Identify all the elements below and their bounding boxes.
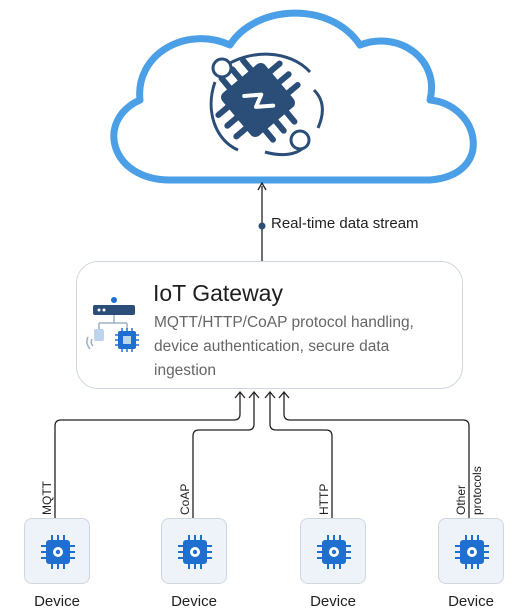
- protocol-label-mqtt: MQTT: [40, 481, 54, 515]
- device-label-coap: Device: [171, 593, 217, 610]
- device-chip-icon: [455, 535, 489, 569]
- device-chip-icon: [41, 535, 75, 569]
- device-mqtt: [24, 518, 90, 584]
- protocol-label-other-line2: protocols: [470, 466, 484, 515]
- device-coap: [161, 518, 227, 584]
- protocol-label-other-line1: Other: [454, 484, 468, 515]
- protocol-label-coap: CoAP: [178, 483, 192, 515]
- device-connectors: [54, 390, 470, 518]
- cloud-shape: [110, 9, 477, 184]
- device-http: [300, 518, 366, 584]
- device-other: [438, 518, 504, 584]
- gateway-description: MQTT/HTTP/CoAP protocol handling, device…: [154, 314, 414, 379]
- gateway-title: IoT Gateway: [153, 280, 283, 306]
- cloud-processor-icon: [209, 52, 324, 157]
- protocol-label-http: HTTP: [317, 483, 331, 515]
- stream-arrow: [257, 181, 267, 261]
- device-chip-icon: [178, 535, 212, 569]
- device-chip-icon: [317, 535, 351, 569]
- device-label-other: Device: [448, 593, 494, 610]
- device-label-mqtt: Device: [34, 593, 80, 610]
- device-label-http: Device: [310, 593, 356, 610]
- gateway-router-icon: [86, 297, 139, 352]
- stream-label: Real-time data stream: [271, 215, 419, 232]
- iot-gateway-box: IoT Gateway MQTT/HTTP/CoAP protocol hand…: [76, 261, 463, 389]
